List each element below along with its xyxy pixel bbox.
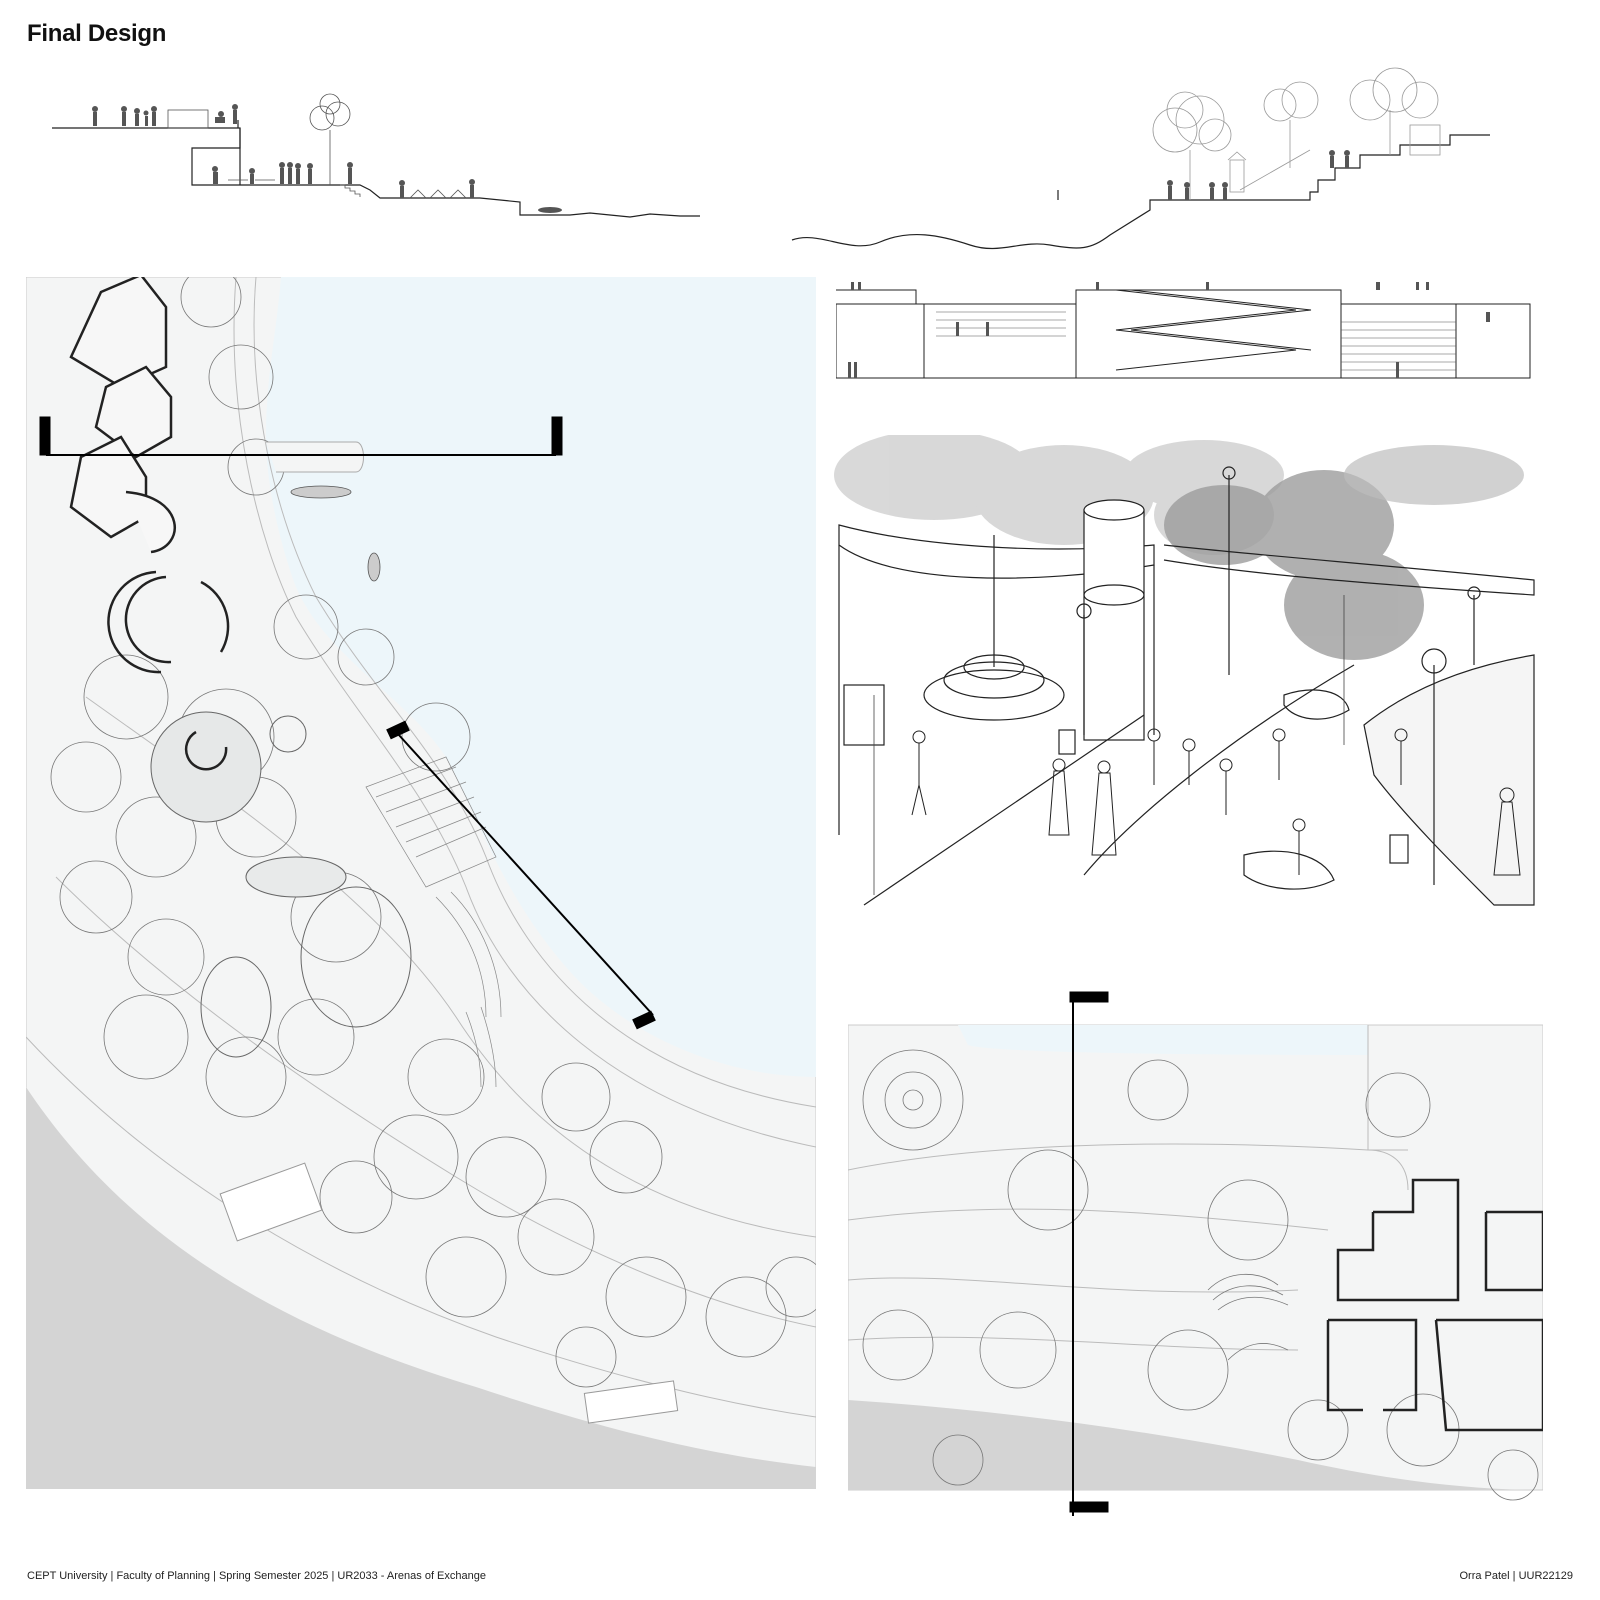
detail-site-plan <box>848 990 1543 1530</box>
page-title: Final Design <box>27 20 167 47</box>
section-drawing-left <box>50 90 700 230</box>
footer-author: Orra Patel | UUR22129 <box>1459 1570 1573 1582</box>
perspective-sketch <box>834 435 1542 911</box>
section-drawing-right <box>790 60 1500 260</box>
master-site-plan <box>26 277 816 1489</box>
ramp-elevation <box>836 282 1536 384</box>
footer-course-info: CEPT University | Faculty of Planning | … <box>27 1570 486 1582</box>
